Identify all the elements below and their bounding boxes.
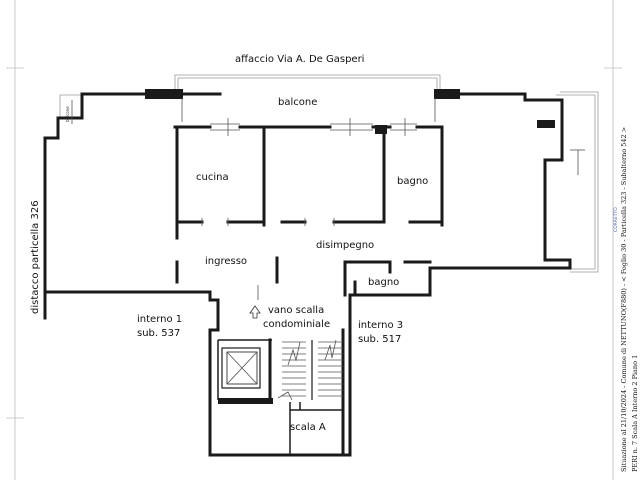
side-distance-label: distacco particella 326: [30, 200, 41, 314]
bathroom-top-label: bagno: [397, 176, 428, 187]
right-unit-label-line2: sub. 517: [358, 334, 401, 345]
stairwell-label-line1: vano scalla: [268, 305, 324, 316]
sidebar-text-line2: PERI n. 7 Scala A Interno 2 Piano 1: [631, 355, 639, 472]
stair-treads: [282, 340, 343, 400]
window-tag-label: balcone: [65, 106, 70, 122]
right-unit-label-line1: interno 3: [358, 320, 403, 331]
inner-walls: [173, 125, 444, 297]
sidebar-stamp: CORRETTO: [613, 207, 619, 232]
bathroom-small-label: bagno: [368, 277, 399, 288]
elevator: [221, 347, 261, 389]
stairwell: [208, 290, 352, 457]
entrance-arrow-icon: [249, 305, 261, 319]
window-marks: [71, 98, 585, 300]
stair-direction: [277, 339, 337, 401]
left-unit-label-line2: sub. 537: [137, 328, 180, 339]
balcony-railing: [59, 74, 599, 273]
kitchen-label: cucina: [196, 172, 229, 183]
stair-name-label: scala A: [290, 422, 326, 433]
sidebar-text-line1: Situazione al 21/10/2024 - Comune di NET…: [620, 127, 628, 472]
left-unit-label-line1: interno 1: [137, 314, 182, 325]
outer-walls: [43, 89, 572, 320]
street-label: affaccio Via A. De Gasperi: [235, 54, 364, 65]
sheet-border: [6, 0, 622, 480]
stairwell-label-line2: condominiale: [263, 319, 330, 330]
hallway-label: disimpegno: [316, 240, 374, 251]
entrance-label: ingresso: [205, 256, 247, 267]
balcony-label: balcone: [278, 97, 317, 108]
